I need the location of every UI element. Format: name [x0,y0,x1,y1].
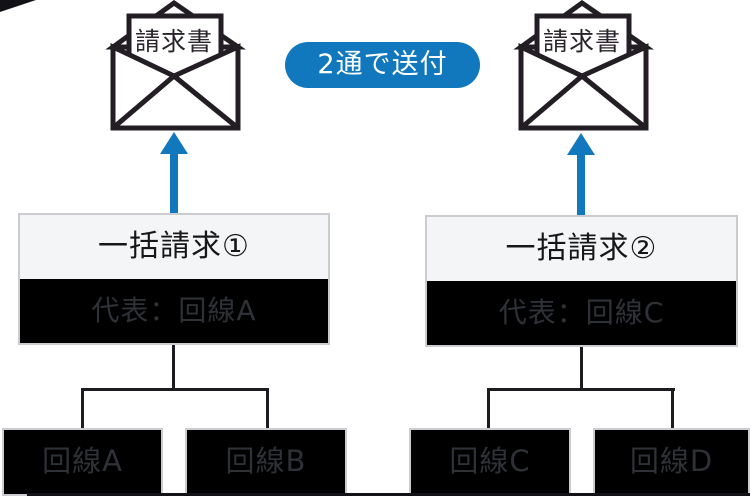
arrow-up-icon [567,133,595,216]
connector-line [671,390,674,428]
envelope-icon [105,0,247,131]
line-box-a: 回線A [2,428,163,496]
bottom-edge-line [27,493,750,496]
connector-line [580,347,583,389]
envelope-pocket [518,43,649,131]
billing-group-2-title: 一括請求② [427,217,736,281]
arrow-shaft [170,152,178,215]
envelope-folds [111,74,240,130]
connector-line [81,388,269,391]
arrow-shaft [577,153,585,216]
billing-group-2-representative: 代表：回線C [427,281,736,345]
line-box-d: 回線D [593,428,750,496]
invoice-label: 請求書 [134,27,213,56]
envelope-folds [519,74,648,130]
billing-group-1: 一括請求① 代表：回線A [18,213,330,345]
billing-group-2: 一括請求② 代表：回線C [425,215,738,347]
envelope-pocket [110,43,241,131]
billing-group-1-title: 一括請求① [20,215,328,279]
corner-artifact [0,0,36,12]
arrow-head [160,132,188,154]
connector-line [172,345,175,389]
invoice-label: 請求書 [542,27,621,56]
arrow-head [567,133,595,155]
connector-line [81,390,84,428]
connector-line [487,388,675,391]
line-box-c: 回線C [409,428,571,496]
send-count-badge: 2通で送付 [285,42,480,88]
connector-line [266,390,269,428]
connector-line [487,390,490,428]
arrow-up-icon [160,132,188,215]
billing-group-1-representative: 代表：回線A [20,279,328,343]
envelope-icon [513,0,655,131]
line-box-b: 回線B [185,428,347,496]
